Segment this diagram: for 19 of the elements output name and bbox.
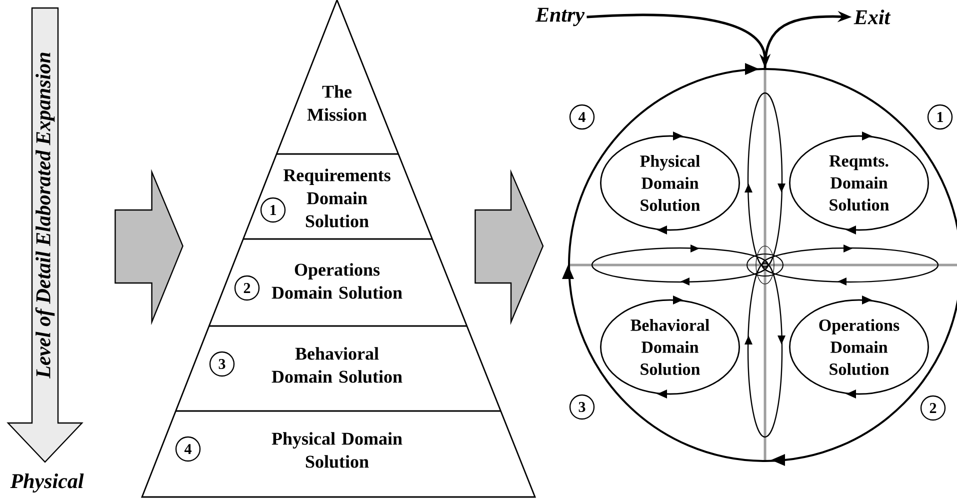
callout-number: 2 — [920, 395, 946, 421]
callout-number: 3 — [569, 394, 595, 420]
cycle-circle — [562, 63, 957, 466]
flow-label: Exit — [854, 10, 891, 24]
block-arrow — [474, 169, 544, 325]
pyramid-layer: Physical Domain Solution — [272, 432, 402, 468]
pyramid-layer: The Mission — [307, 85, 367, 121]
pyramid-layer: Behavioral Domain Solution — [272, 347, 402, 383]
pyramid-layer: Operations Domain Solution — [272, 263, 402, 299]
callout-number: 4 — [569, 104, 595, 130]
callout-number: 1 — [927, 104, 953, 130]
pyramid-layer: Requirements Domain Solution — [284, 168, 390, 228]
callout-number: 1 — [260, 197, 286, 223]
callout-number: 4 — [175, 436, 201, 462]
flow-label: Entry — [535, 8, 585, 26]
arrow-caption: Physical — [10, 473, 84, 493]
callout-number: 3 — [209, 351, 235, 377]
block-arrow — [114, 169, 184, 326]
callout-number: 2 — [234, 275, 260, 301]
